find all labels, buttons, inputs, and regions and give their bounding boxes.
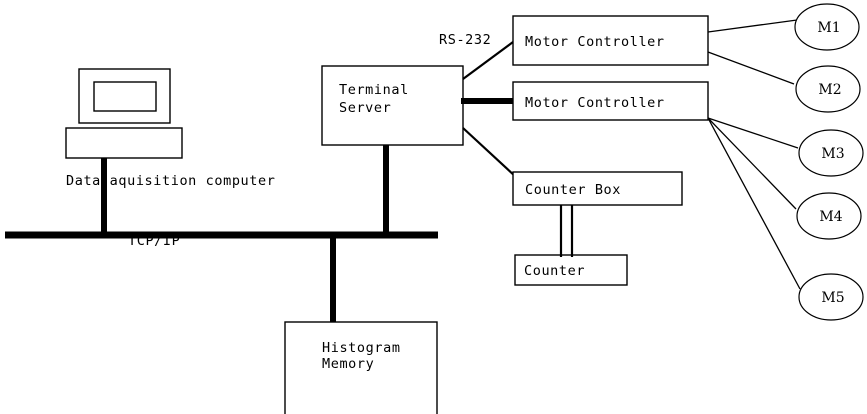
terminal-server-label-line1: Terminal	[339, 82, 409, 98]
mc2-to-m5-link	[707, 117, 801, 290]
rs232-label: RS-232	[439, 32, 491, 48]
counter-box	[512, 171, 683, 206]
motor-label-m4: M4	[819, 209, 842, 225]
computer-base	[65, 127, 183, 159]
mc2-to-m4-link	[707, 117, 797, 210]
motor-ellipse-m2	[795, 65, 861, 113]
histogram-memory-label-line2: Memory	[322, 356, 374, 372]
counter-label: Counter	[524, 263, 585, 279]
motor-controller-1-box	[512, 15, 709, 66]
motor-label-m3: M3	[821, 146, 844, 162]
motor-label-m5: M5	[821, 290, 844, 306]
counter-box-device	[514, 254, 628, 286]
mc1-to-m1-link	[707, 19, 798, 33]
motor-ellipse-m1	[794, 3, 860, 51]
mc2-to-m3-link	[707, 117, 799, 149]
terminal-to-motor-controller-1-link	[462, 41, 514, 80]
terminal-server-label-line2: Server	[339, 100, 391, 116]
workstation-caption: Data aquisition computer	[66, 173, 275, 189]
terminal-to-counter-box-link	[462, 127, 517, 178]
histogram-memory-label-line1: Histogram	[322, 340, 401, 356]
histogram-memory-box	[284, 321, 438, 414]
screen	[93, 81, 157, 112]
tcpip-label: TCP/IP	[128, 233, 180, 249]
mc1-to-m2-link	[707, 51, 795, 85]
motor-ellipse-m3	[798, 129, 864, 177]
motor-label-m1: M1	[817, 20, 840, 36]
motor-controller-1-label: Motor Controller	[525, 34, 665, 50]
counter-box-label: Counter Box	[525, 182, 621, 198]
motor-controller-2-label: Motor Controller	[525, 95, 665, 111]
motor-ellipse-m5	[798, 273, 864, 321]
terminal-server-box	[321, 65, 464, 146]
motor-ellipse-m4	[796, 192, 862, 240]
motor-controller-2-box	[512, 81, 709, 121]
motor-label-m2: M2	[818, 82, 841, 98]
